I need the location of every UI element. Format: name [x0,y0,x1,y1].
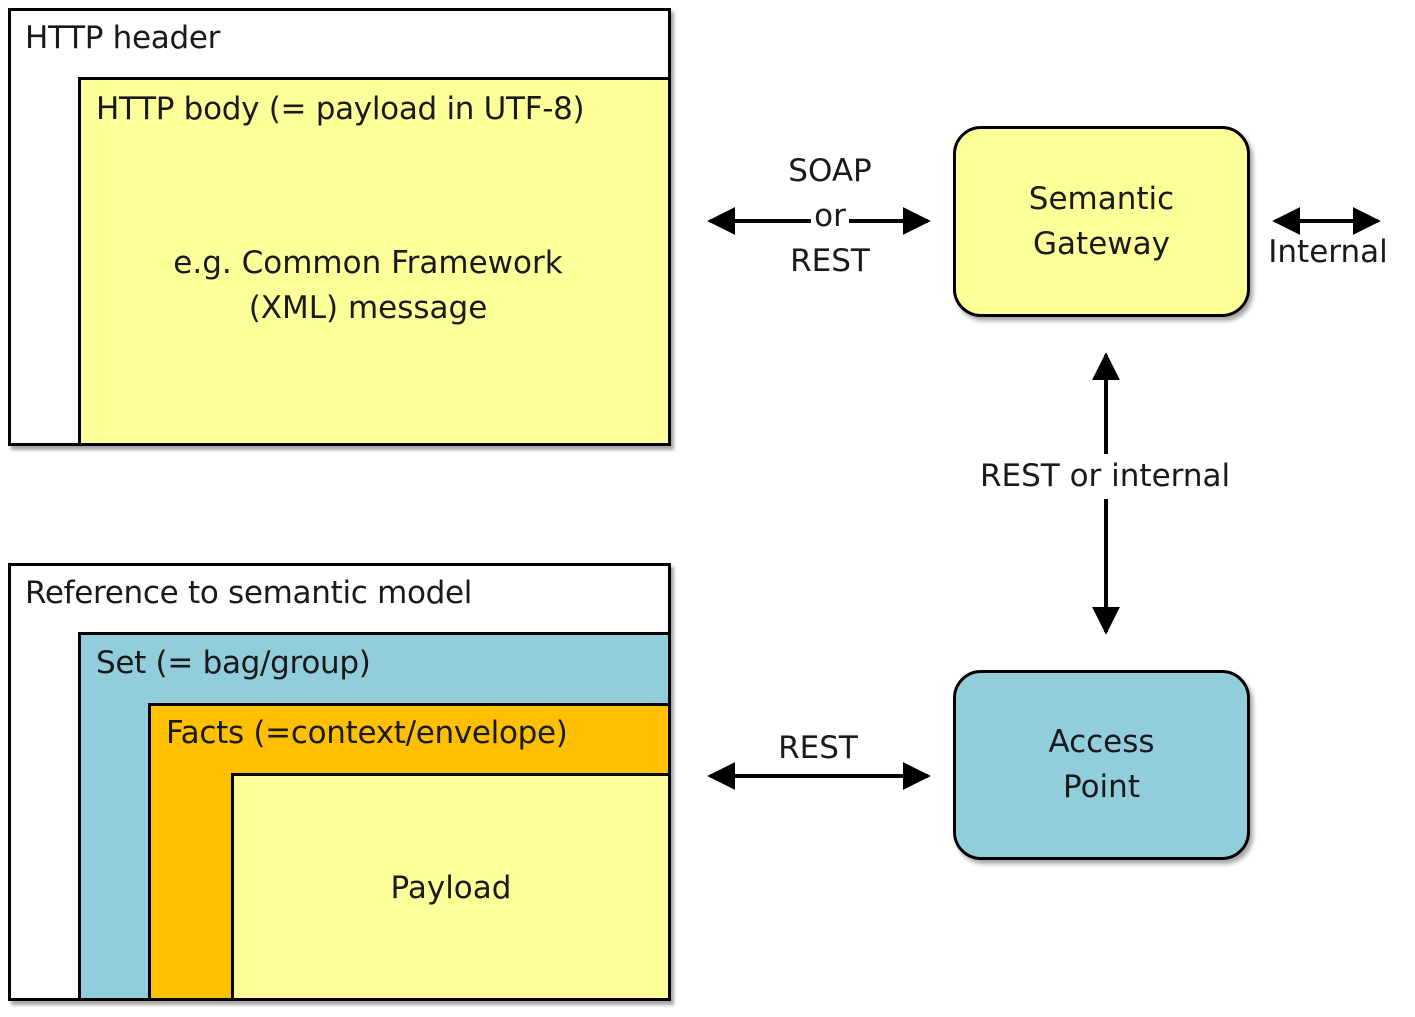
access-point-node: Access Point [953,670,1250,860]
semantic-gateway-node: Semantic Gateway [953,126,1250,317]
set-label: Set (= bag/group) [96,645,371,681]
payload-box [231,773,671,1001]
internal-label: Internal [1268,234,1388,270]
http-body-text: e.g. Common Framework (XML) message [78,241,658,331]
soap-or-rest-label: SOAP or REST [770,149,890,284]
semantic-gateway-line1: Semantic [1028,180,1175,217]
http-header-label: HTTP header [25,20,221,56]
semantic-model-label: Reference to semantic model [25,575,473,611]
soap-label-line1: SOAP [788,153,872,189]
soap-label-line3: REST [790,243,870,279]
http-body-text-line1: e.g. Common Framework [173,245,563,281]
facts-label: Facts (=context/envelope) [166,715,568,751]
payload-label: Payload [390,870,512,906]
http-body-box [78,77,671,446]
access-point-line1: Access [1048,724,1155,760]
http-body-label: HTTP body (= payload in UTF-8) [96,91,585,127]
rest-or-internal-label: REST or internal [978,454,1232,499]
access-point-line2: Point [1063,769,1140,805]
semantic-gateway-line2: Gateway [1033,225,1170,262]
rest-label: REST [778,730,858,766]
http-body-text-line2: (XML) message [248,290,488,326]
soap-label-line2: or [770,194,890,239]
